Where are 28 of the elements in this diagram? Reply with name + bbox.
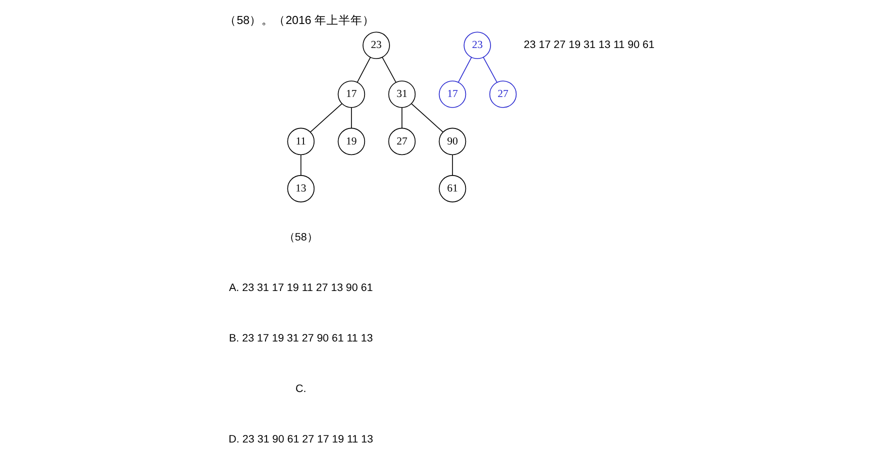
node-circle: 31 bbox=[388, 80, 416, 108]
connector bbox=[452, 154, 453, 176]
label: （58） bbox=[284, 231, 318, 244]
node-circle: 27 bbox=[489, 80, 517, 108]
connector bbox=[483, 57, 498, 83]
node-circle: 11 bbox=[287, 128, 315, 156]
connector bbox=[300, 154, 302, 176]
node-circle: 90 bbox=[438, 128, 466, 156]
node-circle: 23 bbox=[362, 32, 390, 60]
label: C. bbox=[296, 382, 306, 395]
node-circle: 27 bbox=[388, 128, 416, 156]
connector bbox=[351, 107, 352, 129]
connector bbox=[382, 57, 396, 83]
node-circle: 17 bbox=[438, 80, 466, 108]
label: B. 23 17 19 31 27 90 61 11 13 bbox=[228, 332, 373, 344]
connector bbox=[411, 103, 444, 133]
node-circle: 23 bbox=[464, 32, 491, 60]
diagram-title: （58）。（2016 年上半年） bbox=[224, 15, 375, 28]
node-circle: 61 bbox=[438, 175, 466, 202]
label: 23 17 27 19 31 13 11 90 61 bbox=[524, 39, 654, 52]
connector bbox=[310, 103, 342, 133]
node-circle: 19 bbox=[338, 128, 366, 156]
connector bbox=[458, 57, 472, 83]
label: D. 23 31 90 61 27 17 19 11 13 bbox=[228, 433, 374, 446]
connector bbox=[356, 57, 371, 83]
label: A. 23 31 17 19 11 27 13 90 61 bbox=[228, 282, 373, 294]
node-circle: 13 bbox=[287, 175, 315, 202]
node-circle: 17 bbox=[338, 80, 366, 108]
